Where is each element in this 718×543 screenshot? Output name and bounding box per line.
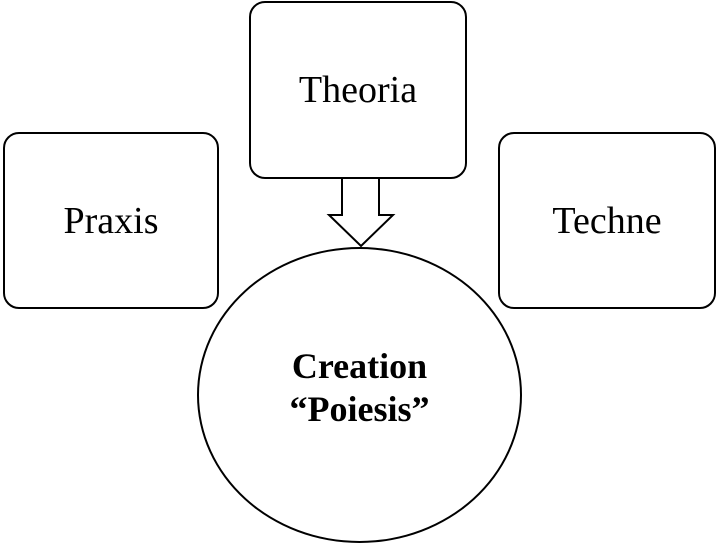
praxis-label: Praxis <box>63 199 159 242</box>
creation-circle: Creation “Poiesis” <box>197 247 522 543</box>
creation-label: Creation <box>291 345 428 386</box>
praxis-box: Praxis <box>3 132 219 309</box>
theoria-label: Theoria <box>298 69 418 111</box>
poiesis-label: “Poiesis” <box>289 389 430 429</box>
creation-text-group: Creation “Poiesis” <box>290 345 430 431</box>
techne-box: Techne <box>498 132 716 309</box>
techne-label: Techne <box>552 199 662 242</box>
